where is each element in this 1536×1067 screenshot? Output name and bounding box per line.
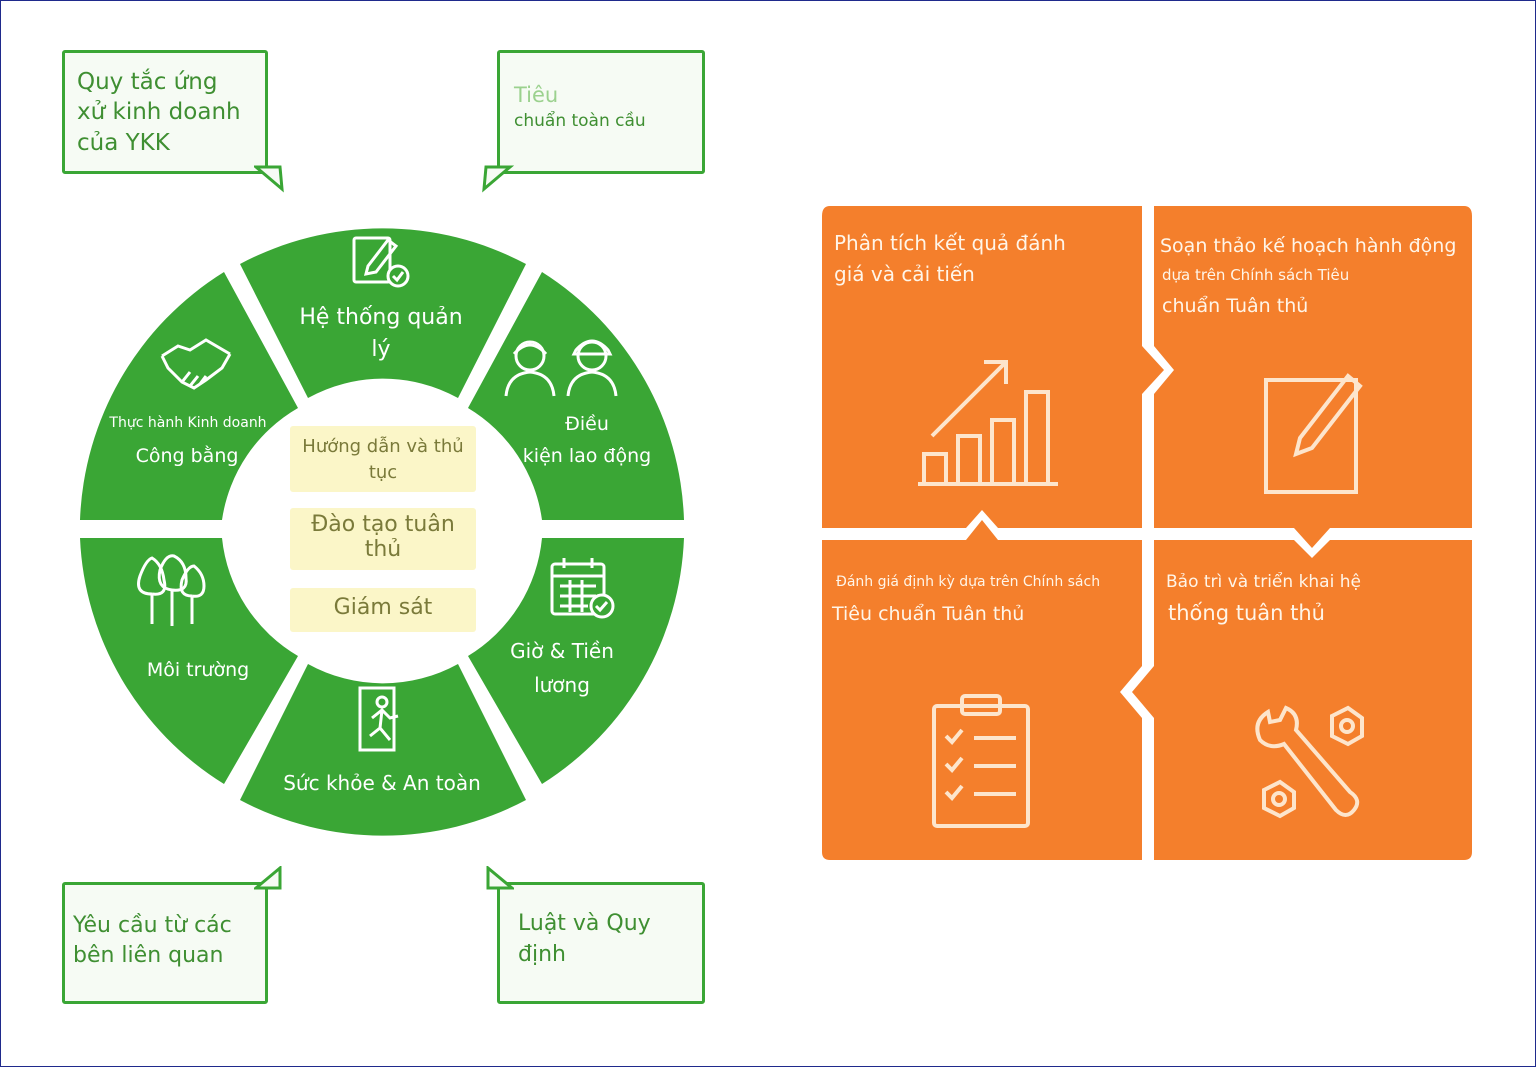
cycle-quadrant: [822, 206, 1164, 528]
wheel-segment: [80, 272, 298, 520]
callout-tail: [254, 165, 284, 193]
segment-health-safety: Sức khỏe & An toàn: [283, 771, 481, 795]
center-guidelines: Hướng dẫn và thủ tục: [290, 426, 476, 492]
trees-icon: [137, 554, 206, 626]
step-draft-plan-1: Soạn thảo kế hoạch hành động: [1160, 235, 1457, 257]
callout-global-standard-title: Tiêu: [514, 83, 559, 107]
center-monitoring: Giám sát: [290, 588, 476, 632]
center-training: Đào tạo tuân thủ: [290, 508, 476, 570]
wheel-segment: [80, 538, 298, 784]
callout-tail: [482, 165, 514, 193]
compliance-wheel: Hệ thống quản lý Điều kiện lao động Giờ …: [76, 218, 688, 838]
document-check-icon: [352, 236, 410, 288]
step-analyze-results: Phân tích kết quả đánh giá và cải tiến: [834, 231, 1066, 286]
workers-icon: [504, 339, 618, 397]
edit-document-icon: [1264, 373, 1363, 494]
improvement-cycle: Phân tích kết quả đánh giá và cải tiến S…: [820, 206, 1473, 864]
segment-fair-business-small: Thực hành Kinh doanh: [109, 415, 267, 431]
clipboard-checklist-icon: [932, 694, 1030, 828]
segment-management-system: Hệ thống quản lý: [299, 305, 463, 362]
callout-laws-text: Luật và Quy định: [518, 911, 651, 967]
segment-environment: Môi trường: [146, 659, 250, 681]
callout-stakeholders-text: Yêu cầu từ các bên liên quan: [73, 913, 232, 968]
wheel-segment: [240, 228, 526, 398]
wrench-bolt-icon: [1255, 705, 1364, 819]
cycle-shape: [822, 206, 1472, 860]
segment-hours-wages: Giờ & Tiền lương: [510, 639, 614, 697]
wheel-segment: [468, 272, 684, 520]
handshake-icon: [160, 338, 232, 390]
callout-global-standard-sub: chuẩn toàn cầu: [514, 111, 646, 131]
growth-chart-icon: [918, 360, 1058, 486]
step-maintain-system-1: Bảo trì và triển khai hệ: [1166, 572, 1361, 592]
wheel-shape: [80, 228, 684, 836]
callout-laws: Luật và Quy định: [497, 882, 705, 1004]
callout-code-of-conduct-text: Quy tắc ứng xử kinh doanh của YKK: [77, 69, 241, 156]
step-periodic-evaluation-small: Đánh giá định kỳ dựa trên Chính sách: [836, 574, 1101, 590]
calendar-check-icon: [550, 558, 615, 619]
segment-fair-business: Công bằng: [135, 445, 239, 467]
wheel-segment: [468, 538, 684, 784]
step-periodic-evaluation: Tiêu chuẩn Tuân thủ: [832, 603, 1025, 625]
callout-stakeholders: Yêu cầu từ các bên liên quan: [62, 882, 268, 1004]
callout-global-standard: Tiêu chuẩn toàn cầu: [497, 50, 705, 174]
emergency-exit-icon: [358, 686, 399, 752]
step-draft-plan-2: dựa trên Chính sách Tiêu: [1162, 266, 1350, 284]
callout-tail: [254, 866, 282, 890]
cycle-quadrant: [1154, 206, 1472, 548]
callout-tail: [486, 866, 514, 890]
cycle-quadrant: [822, 520, 1142, 860]
step-draft-plan-3: chuẩn Tuân thủ: [1162, 295, 1309, 317]
cycle-quadrant: [1132, 540, 1472, 860]
step-maintain-system-2: thống tuân thủ: [1168, 601, 1325, 625]
callout-code-of-conduct: Quy tắc ứng xử kinh doanh của YKK: [62, 50, 268, 174]
segment-working-conditions: Điều kiện lao động: [522, 413, 652, 468]
